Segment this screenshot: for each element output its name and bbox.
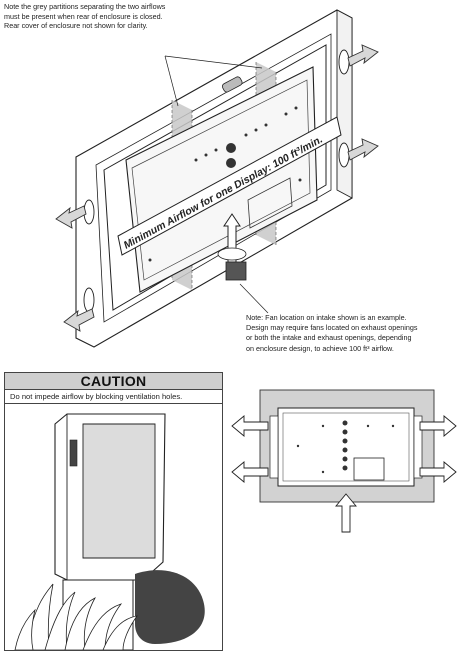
arrow-left-upper xyxy=(231,415,269,437)
caution-title: CAUTION xyxy=(5,373,222,390)
connector-box-top xyxy=(353,457,385,481)
connector-box xyxy=(247,177,293,229)
leader-line-fan xyxy=(239,283,269,314)
arrow-bottom-intake xyxy=(335,493,357,533)
kiosk-screen xyxy=(82,423,156,559)
top-view-diagram xyxy=(231,389,457,533)
left-lower-vent xyxy=(83,287,95,313)
fan-note-line-1: Note: Fan location on intake shown is an… xyxy=(246,313,407,322)
fan-note-line-3: or both the intake and exhaust openings,… xyxy=(246,333,412,343)
exhaust-arrow-left-upper xyxy=(55,205,87,229)
right-upper-vent xyxy=(338,49,350,75)
partition-note: Note the grey partitions separating the … xyxy=(4,2,224,31)
partition-note-line-3: Rear cover of enclosure not shown for cl… xyxy=(4,21,148,31)
bush-shadow xyxy=(135,570,205,644)
airflow-arrows xyxy=(55,44,379,332)
enclosure-isometric-diagram: Minimum Airflow for one Display: 100 ft³… xyxy=(55,9,379,348)
intake-fan xyxy=(225,261,247,281)
enclosure-side-face xyxy=(336,9,353,199)
fan-note-line-4: on enclosure design, to achieve 100 ft³ … xyxy=(246,343,394,353)
arrow-right-lower xyxy=(419,461,457,483)
exhaust-arrow-right-lower xyxy=(347,138,379,161)
caution-panel: CAUTION Do not impede airflow by blockin… xyxy=(4,372,223,651)
display-ports xyxy=(296,420,395,474)
partition-note-line-1: Note the grey partitions separating the … xyxy=(4,2,166,11)
fan-note-line-2: Design may require fans located on exhau… xyxy=(246,323,418,333)
kiosk-vent xyxy=(69,439,78,467)
exhaust-arrow-right-upper xyxy=(347,44,379,67)
mounting-holes xyxy=(148,106,302,262)
arrow-right-upper xyxy=(419,415,457,437)
partition-note-line-2: must be present when rear of enclosure i… xyxy=(4,11,163,21)
leader-line-left xyxy=(164,55,179,107)
top-view-arrows xyxy=(231,415,457,533)
grass-icon xyxy=(14,583,138,650)
leader-line-right xyxy=(164,55,263,69)
page-footer xyxy=(4,649,458,657)
airflow-banner xyxy=(117,116,342,256)
top-vent xyxy=(221,76,243,93)
right-lower-vent xyxy=(338,142,350,168)
arrow-left-lower xyxy=(231,461,269,483)
caution-text: Do not impede airflow by blocking ventil… xyxy=(10,392,183,401)
kiosk-illustration xyxy=(14,413,205,650)
fan-note: Note: Fan location on intake shown is an… xyxy=(246,313,460,354)
exhaust-arrow-left-lower xyxy=(63,308,95,332)
